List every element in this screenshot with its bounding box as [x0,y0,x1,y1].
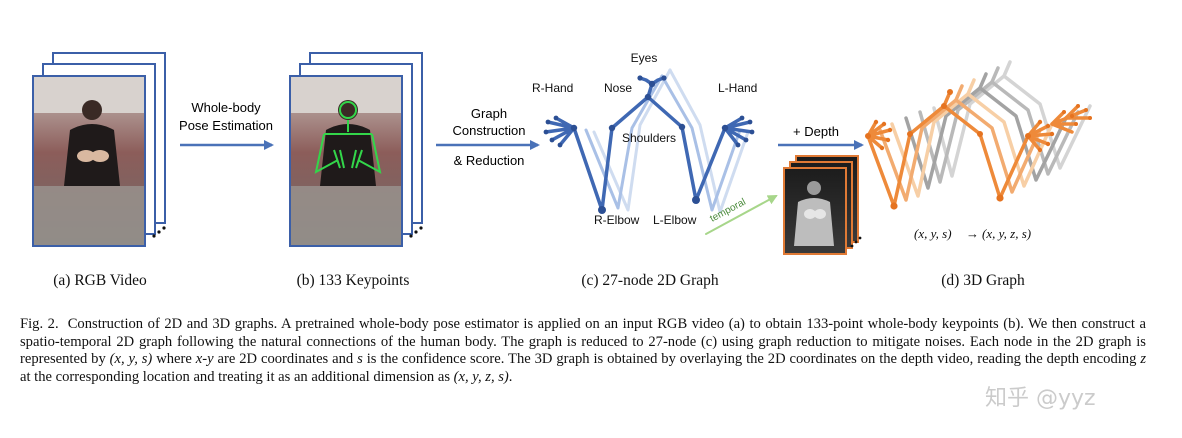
keypoints-frame [289,75,403,247]
figure-caption: Fig. 2. Construction of 2D and 3D graphs… [20,316,1146,386]
formula-arrow: → [966,226,979,241]
graph-3d-nodes [865,89,1092,210]
rgb-frame [32,75,146,247]
graph-arrow-label-line3: & Reduction [454,153,525,168]
caption-text-conf: is the confidence score. The 3D graph is… [366,351,1137,368]
keypoints-video-stack [289,52,423,247]
label-nose: Nose [604,81,632,95]
graph-2d [543,68,778,235]
graph-arrow-label-line2: Construction [453,123,526,138]
label-l-hand: L-Hand [718,81,757,95]
watermark: 知乎 @yyz [985,386,1096,411]
graph-3d [865,60,1092,210]
panel-a-label: (a) RGB Video [53,272,147,289]
coordinate-formula: (x, y, s) → (x, y, z, s) [914,226,1031,241]
depth-frame [783,167,847,255]
panel-d-label: (d) 3D Graph [941,272,1025,289]
temporal-arrow [705,195,778,235]
graph-2d-nodes [543,75,755,214]
graph-3d-gray-shadows [904,60,1092,190]
formula-right: (x, y, z, s) [982,226,1031,241]
signer-figure [64,100,120,186]
depth-arrow-label: + Depth [793,124,839,139]
more-frames-dots-b [409,226,423,238]
keypoint-skeleton-overlay [314,101,382,174]
caption-text-intro: Construction of 2D and 3D graphs. A pret… [20,316,1146,368]
pose-estimation-arrow: Whole-body Pose Estimation [179,100,274,150]
label-r-hand: R-Hand [532,81,573,95]
caption-text-are2d: are 2D coordinates and [217,351,354,368]
caption-math-xy: x-y [195,351,214,368]
figure-diagram: Whole-body Pose Estimation [32,51,1092,255]
pose-arrow-label-line2: Pose Estimation [179,118,273,133]
depth-arrow: + Depth [778,124,864,150]
caption-text-where: where [156,351,192,368]
caption-math-z: z [1140,351,1146,368]
graph-construction-arrow: Graph Construction & Reduction [436,106,540,168]
panel-c-label: (c) 27-node 2D Graph [581,272,719,289]
graph-2d-labels: Eyes Nose R-Hand L-Hand Shoulders R-Elbo… [532,51,757,227]
graph-arrow-label-line1: Graph [471,106,507,121]
panel-b-label: (b) 133 Keypoints [296,272,410,289]
formula-left: (x, y, s) [914,226,952,241]
caption-math-s: s [357,351,363,368]
rgb-video-stack [32,52,166,247]
label-shoulders: Shoulders [622,131,676,145]
label-r-elbow: R-Elbow [594,213,640,227]
caption-math-xys: (x, y, s) [109,351,153,368]
more-frames-dots [152,226,166,238]
pose-arrow-label-line1: Whole-body [191,100,261,115]
caption-text-loc: at the corresponding location and treati… [20,368,450,385]
caption-text-end: . [508,368,513,385]
caption-fig-number: Fig. 2. [20,316,59,332]
caption-math-xyzs: (x, y, z, s) [453,368,509,385]
graph-3d-orange-ghosts [878,78,1054,202]
label-l-elbow: L-Elbow [653,213,697,227]
more-frames-dots-depth [850,236,862,248]
depth-video-stack [783,155,862,255]
label-eyes: Eyes [631,51,658,65]
